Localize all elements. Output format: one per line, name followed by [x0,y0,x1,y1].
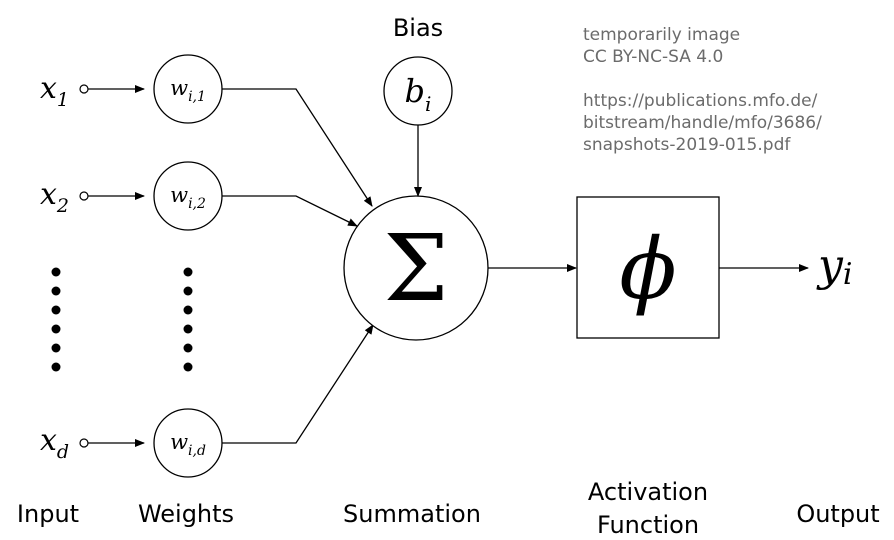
attribution-line-2: CC BY-NC-SA 4.0 [583,47,723,67]
input-label-d: xd [40,423,69,463]
output-symbol: yi [816,240,852,292]
attribution-line-3: https://publications.mfo.de/ [583,91,818,111]
weight-wire-2 [222,195,358,227]
attribution-line-4: bitstream/handle/mfo/3686/ [583,113,822,133]
activation-box [576,196,720,339]
attribution-line-1: temporarily image [583,25,740,45]
caption-input: Input [17,500,79,528]
weight-label-1: wi,1 [170,76,206,105]
weight-ellipsis-dots [183,267,193,372]
weight-wire-d [222,324,374,444]
attribution-note: temporarily image CC BY-NC-SA 4.0 https:… [583,25,822,155]
bias-title: Bias [393,14,443,42]
input-port-1 [79,84,89,94]
weight-label-2: wi,2 [170,183,206,212]
summation-symbol: Σ [383,215,448,322]
caption-activation-line2: Function [597,511,699,539]
input-ellipsis-dots [51,267,61,372]
caption-output: Output [796,500,879,528]
input-label-2: x2 [40,177,69,217]
weight-label-d: wi,d [170,430,206,459]
caption-activation-line1: Activation [588,478,708,506]
input-port-2 [79,191,89,201]
bias-symbol: bi [405,72,432,116]
activation-symbol: ϕ [619,220,676,318]
weight-wire-1 [222,88,373,207]
input-port-d [79,438,89,448]
input-label-1: x1 [40,71,69,111]
attribution-line-5: snapshots-2019-015.pdf [583,135,791,155]
caption-summation: Summation [343,500,481,528]
caption-weights: Weights [138,500,234,528]
